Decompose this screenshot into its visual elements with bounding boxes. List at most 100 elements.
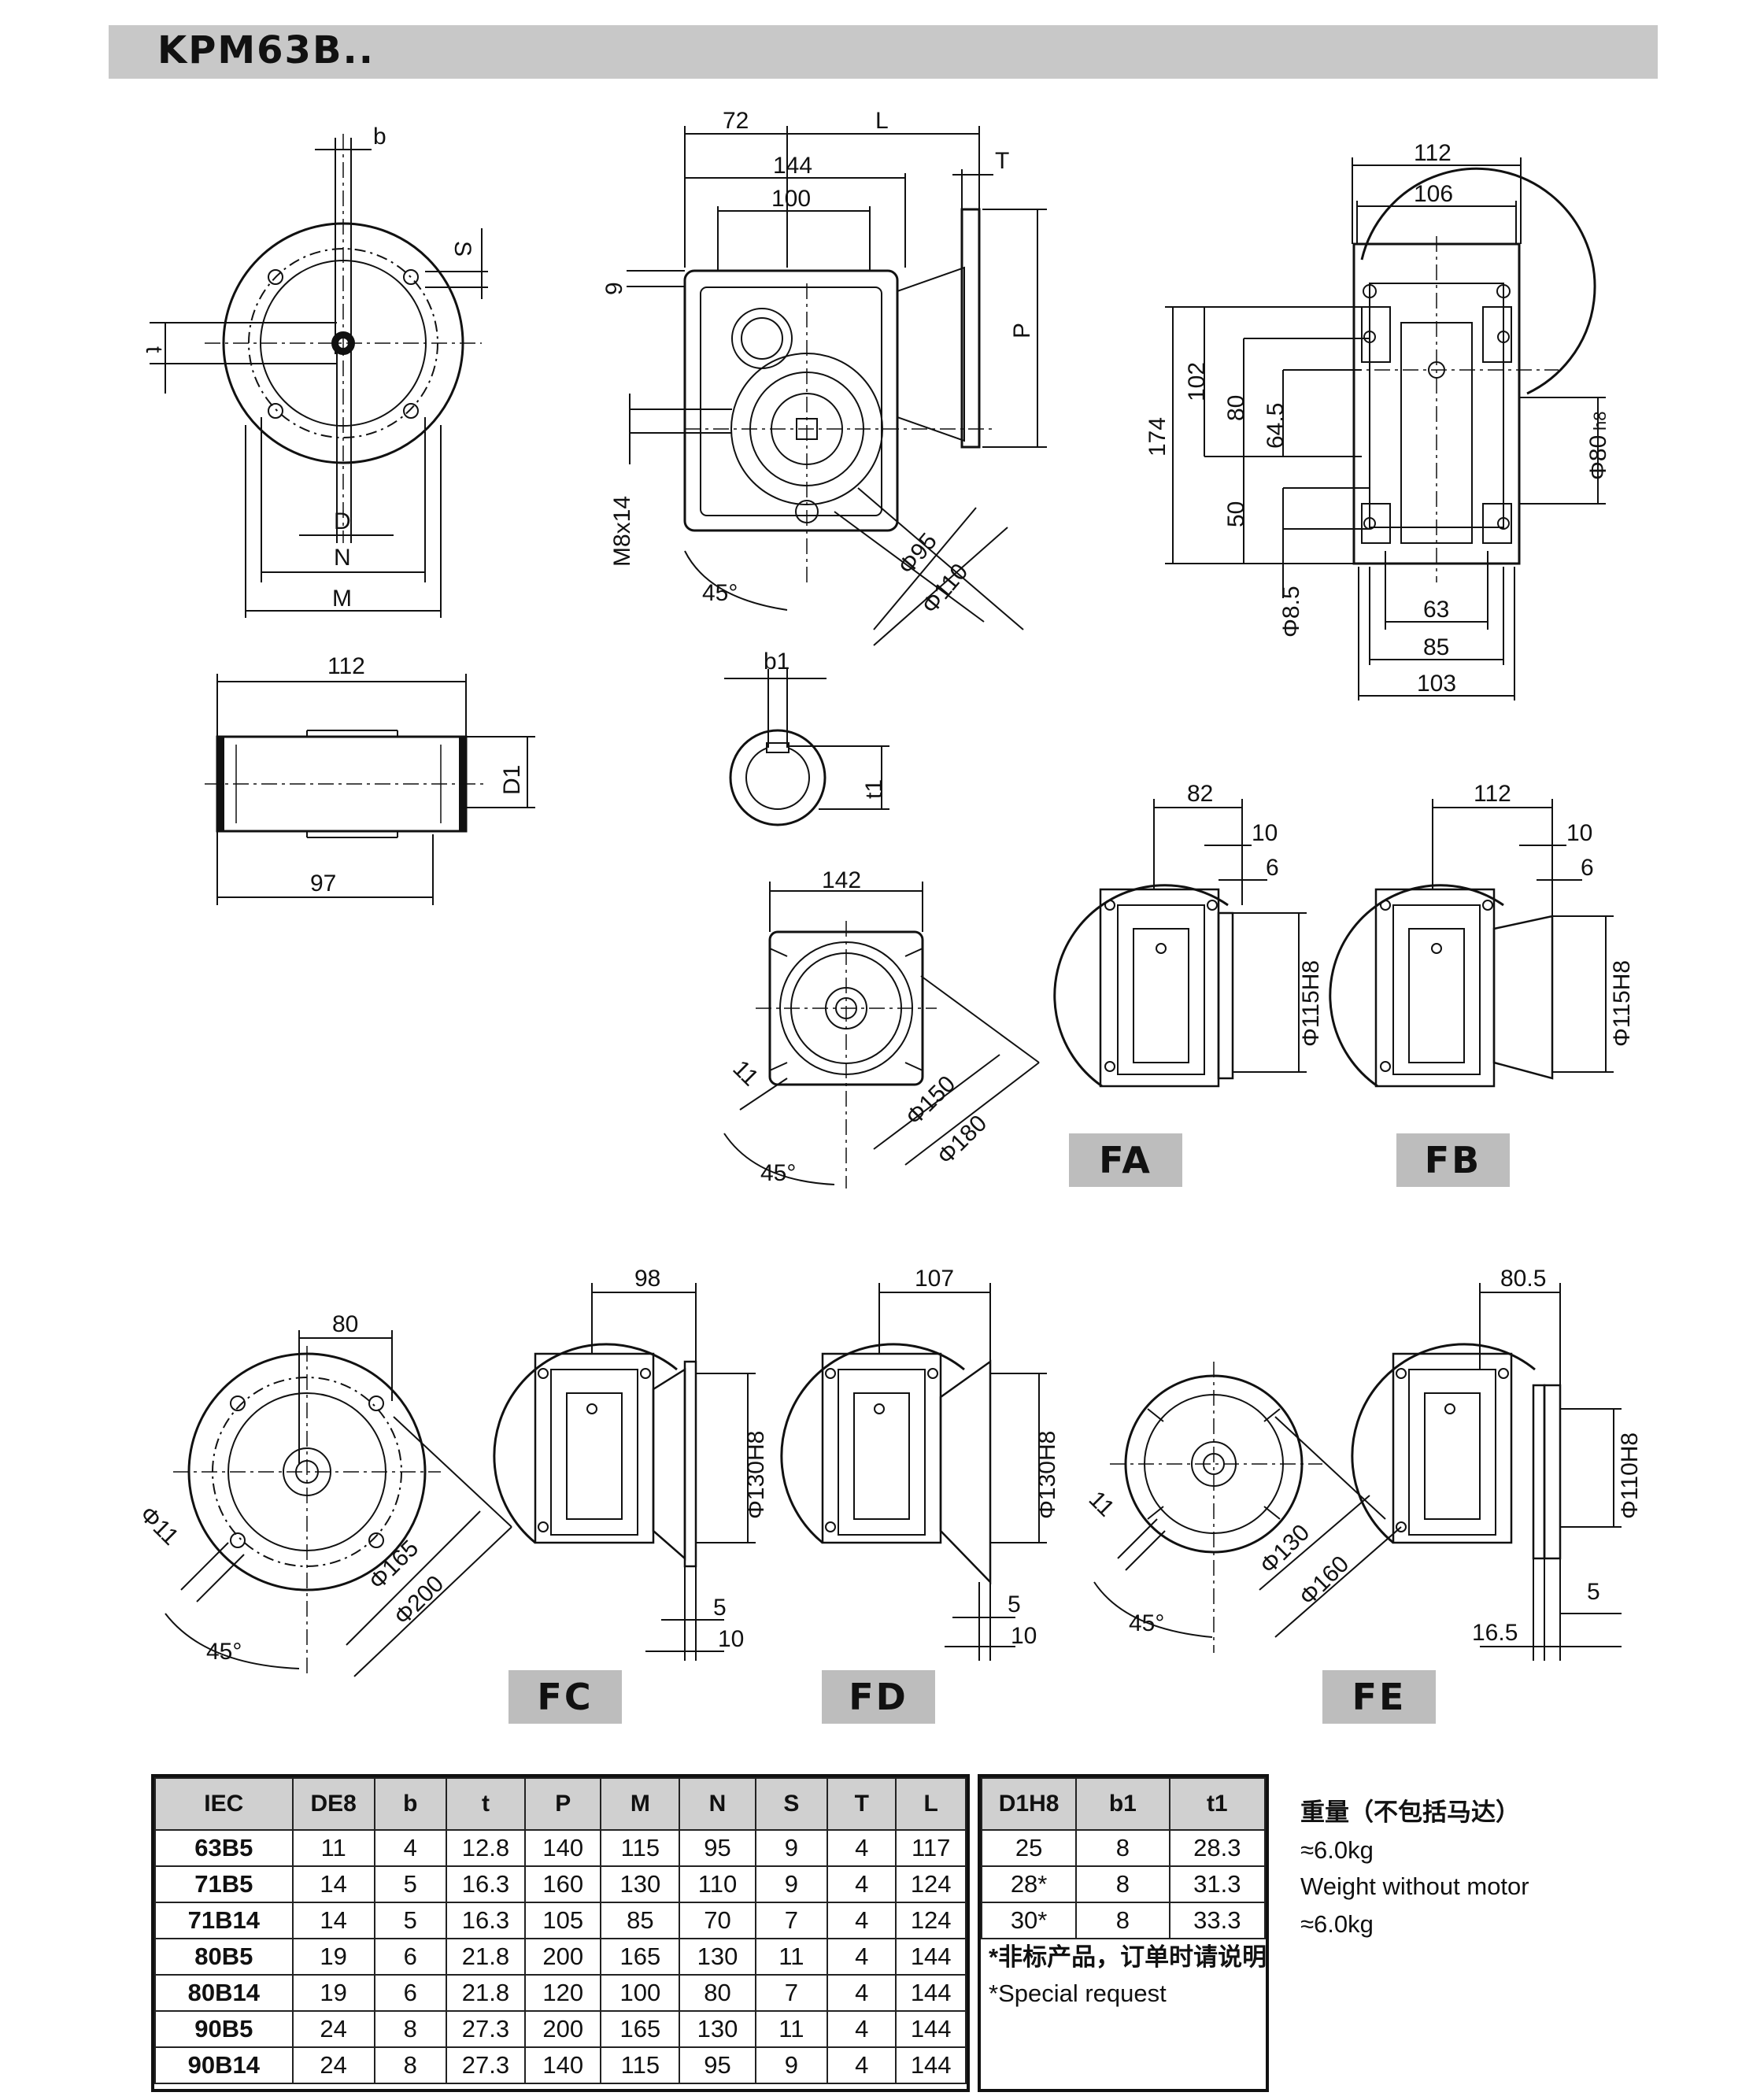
dim-phi150: Φ150 [901,1071,961,1131]
cell: 117 [895,1829,967,1867]
dim-142: 142 [822,867,861,893]
dim-s: S [449,241,475,257]
dim-64-5: 64.5 [1263,403,1289,449]
dim-b1: b1 [764,649,790,675]
iec-table: IEC DE8 b t P M N S T L 63B5 11 4 12.8 1… [154,1777,967,2084]
cell: 200 [524,1938,602,1976]
cell: 165 [600,1938,681,1976]
dim-98: 98 [634,1266,660,1292]
dim-h8: h8 [1590,412,1610,431]
dim-107: 107 [915,1266,954,1292]
dim-p: P [1009,323,1035,338]
square-flange: 142 11 Φ150 Φ180 45° [723,867,1040,1188]
table-header-row: IEC DE8 b t P M N S T L [154,1777,967,1831]
cell: 110 [679,1865,756,1903]
dim-phi115-fa: Φ115H8 [1298,960,1324,1047]
cell: 21.8 [445,1938,527,1976]
fb-view: 112 10 6 Φ115H8 [1329,781,1635,1088]
dim-b: b [373,124,386,150]
fe-view: 80.5 Φ110H8 16.5 5 [1351,1266,1643,1661]
cell: 6 [373,1974,447,2012]
cell: 4 [827,1829,897,1867]
dim-63: 63 [1423,597,1449,623]
cell: 115 [600,1829,681,1867]
dim-10-fb: 10 [1566,820,1592,846]
weight-value-cn: ≈6.0kg [1300,1836,1374,1864]
weight-value-en: ≈6.0kg [1300,1910,1374,1938]
dim-5-fd: 5 [1008,1591,1021,1617]
label-fb: FB [1396,1133,1510,1187]
dim-97: 97 [310,871,336,896]
cell: 140 [524,2046,602,2084]
dim-phi200: Φ200 [390,1571,449,1631]
cell: 71B14 [154,1902,294,1939]
dim-45-fe: 45° [1129,1610,1164,1636]
cell: 71B5 [154,1865,294,1903]
dim-80-right: 80 [1223,395,1249,421]
dim-50: 50 [1223,501,1249,527]
cell: 4 [827,2046,897,2084]
dim-n: N [334,545,351,571]
cell: 31.3 [1168,1865,1267,1903]
cell: 11 [754,2010,829,2048]
col-iec: IEC [154,1777,294,1831]
front-view: b S t D N M [141,124,488,618]
dim-phi110-fe: Φ110H8 [1617,1432,1643,1519]
table-row: 90B14 24 8 27.3 140 115 95 9 4 144 [154,2046,967,2084]
special-note-cn: *非标产品，订单时请说明 [989,1943,1267,1971]
cell: 4 [373,1829,447,1867]
dim-174: 174 [1145,417,1170,457]
cell: 140 [524,1829,602,1867]
table-header-row: D1H8 b1 t1 [980,1777,1267,1831]
table-row: 80B5 19 6 21.8 200 165 130 11 4 144 [154,1938,967,1976]
dim-d: D [334,508,351,534]
label-fc: FC [508,1670,622,1724]
cell: 130 [600,1865,681,1903]
dim-80-5: 80.5 [1500,1266,1546,1292]
col-p: P [524,1777,602,1831]
cell: 25 [980,1829,1078,1867]
table-row: 80B14 19 6 21.8 120 100 80 7 4 144 [154,1974,967,2012]
cell: 8 [1075,1829,1170,1867]
right-view: 112 106 174 102 80 64.5 50 Φ8.5 Φ80 h8 6… [1145,140,1611,701]
cell: 14 [291,1865,375,1903]
dim-45: 45° [702,580,738,606]
col-de8: DE8 [291,1777,375,1831]
label-fd: FD [822,1670,935,1724]
cell: 19 [291,1938,375,1976]
cell: 100 [600,1974,681,2012]
col-t1: t1 [1168,1777,1267,1831]
col-l: L [895,1777,967,1831]
dim-5-fc: 5 [713,1595,727,1621]
dim-80-fc: 80 [332,1311,358,1337]
cell: 7 [754,1902,829,1939]
dim-t-side: T [995,148,1009,174]
table-row: 30* 8 33.3 [980,1902,1267,1939]
dim-t1: t1 [861,779,887,799]
dim-6-fb: 6 [1581,855,1594,881]
dim-m: M [332,586,352,612]
dim-112-right: 112 [1414,140,1452,166]
dim-10-fc: 10 [718,1626,744,1652]
cell: 7 [754,1974,829,2012]
fa-view: 82 10 6 Φ115H8 [1053,781,1324,1088]
fe-flange: 11 Φ130 Φ160 45° [1084,1362,1402,1653]
dim-phi8-5: Φ8.5 [1278,586,1304,638]
weight-label-cn: 重量（不包括马达） [1300,1798,1520,1826]
cell: 130 [679,1938,756,1976]
cell: 16.3 [445,1865,527,1903]
dim-11-fe: 11 [1084,1486,1119,1521]
cell: 4 [827,1865,897,1903]
dim-72: 72 [723,108,749,134]
cell: 9 [754,1865,829,1903]
dim-phi180: Φ180 [933,1111,993,1170]
cell: 90B14 [154,2046,294,2084]
cell: 30* [980,1902,1078,1939]
table1-frame [151,1774,970,2092]
cell: 85 [600,1902,681,1939]
cell: 8 [1075,1902,1170,1939]
col-d1h8: D1H8 [980,1777,1078,1831]
dim-t: t [141,346,167,353]
dim-106: 106 [1414,181,1453,207]
cell: 120 [524,1974,602,2012]
